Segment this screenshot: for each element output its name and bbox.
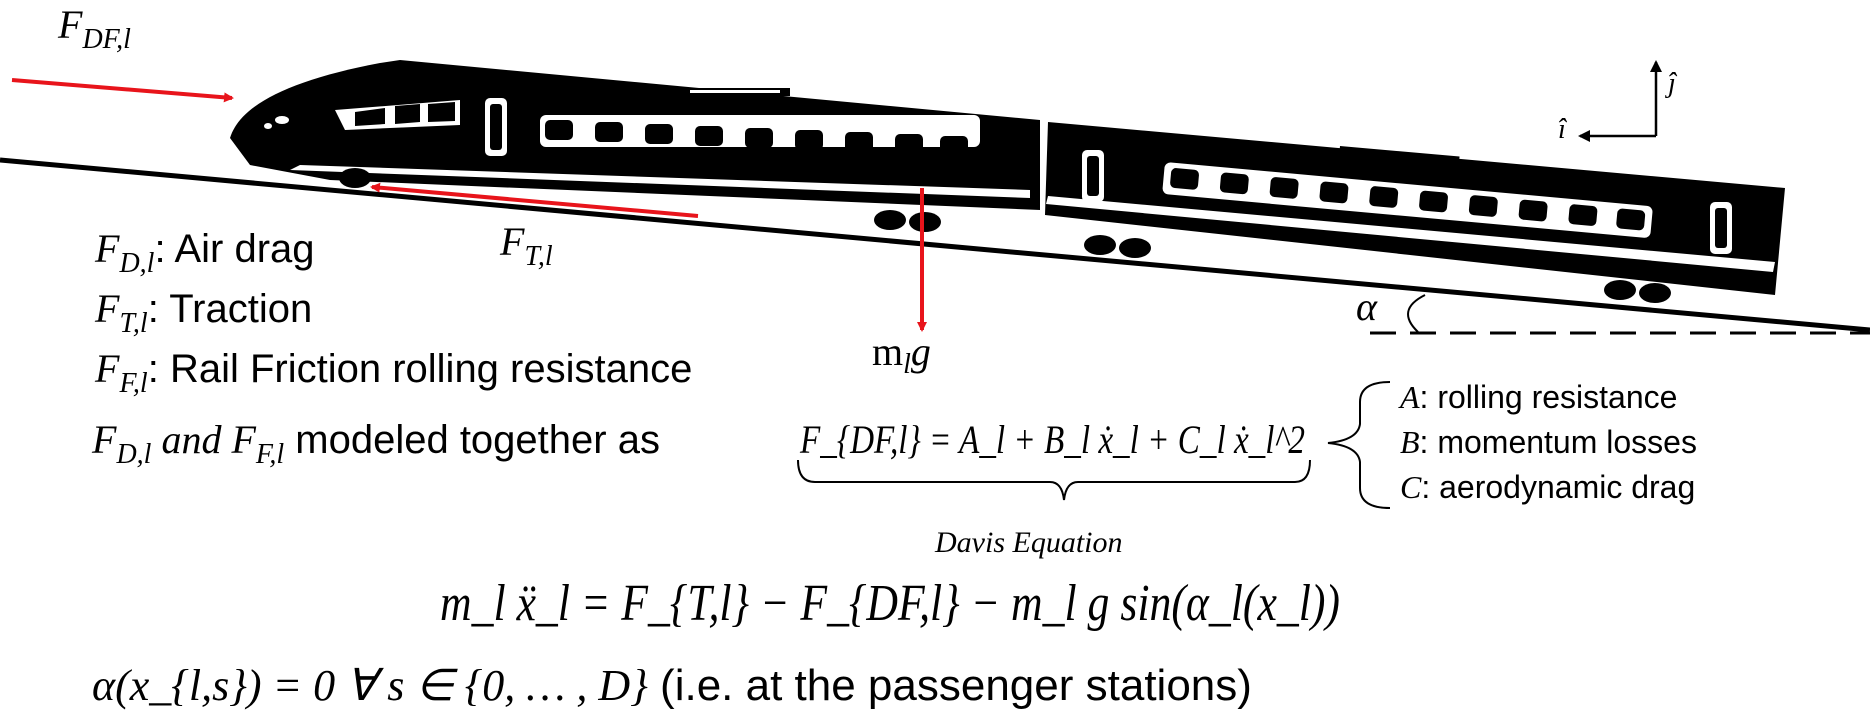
traction-force-label: FT,l (499, 219, 553, 272)
coefficient-c: C: aerodynamic drag (1400, 469, 1695, 505)
second-car-wheels (1084, 235, 1671, 303)
davis-equation: F_{DF,l} = A_l + B_l ẋ_l + C_l ẋ_l^2 (799, 417, 1305, 462)
angle-arc (1407, 294, 1426, 333)
lead-car-window-panes (545, 120, 968, 156)
traction-force-arrow (370, 182, 699, 218)
legend-air-drag: FD,l: Air drag (94, 226, 315, 279)
second-car-stripe (1046, 196, 1775, 272)
second-car-window-panes (1170, 168, 1646, 231)
davis-equation-label: Davis Equation (934, 526, 1123, 559)
drag-force-label: FDF,l (57, 2, 131, 55)
drag-force-arrow (11, 78, 234, 103)
coefficient-brace (1327, 381, 1391, 509)
station-condition: α(x_{l,s}) = 0 ∀ s ∈ {0, … , D} (i.e. at… (92, 661, 1252, 710)
i-hat-label: î (1558, 114, 1568, 145)
combined-model-text: FD,l and FF,l modeled together as (91, 417, 660, 470)
legend-rail-friction: FF,l: Rail Friction rolling resistance (94, 346, 692, 399)
incline-angle-label: α (1356, 284, 1378, 329)
davis-underbrace (797, 459, 1311, 501)
coefficient-a: A: rolling resistance (1398, 379, 1677, 415)
coefficient-b: B: momentum losses (1400, 424, 1697, 460)
lead-car-stripe (290, 165, 1030, 198)
legend-traction: FT,l: Traction (94, 286, 312, 339)
lead-car-wheels (339, 168, 941, 232)
gravity-force-label: mlg (872, 329, 931, 380)
incline-ground-line (0, 157, 1870, 333)
equation-of-motion: m_l ẍ_l = F_{T,l} − F_{DF,l} − m_l g sin… (440, 575, 1340, 632)
j-hat-label: ĵ (1665, 68, 1678, 99)
train-illustration (230, 60, 1785, 303)
